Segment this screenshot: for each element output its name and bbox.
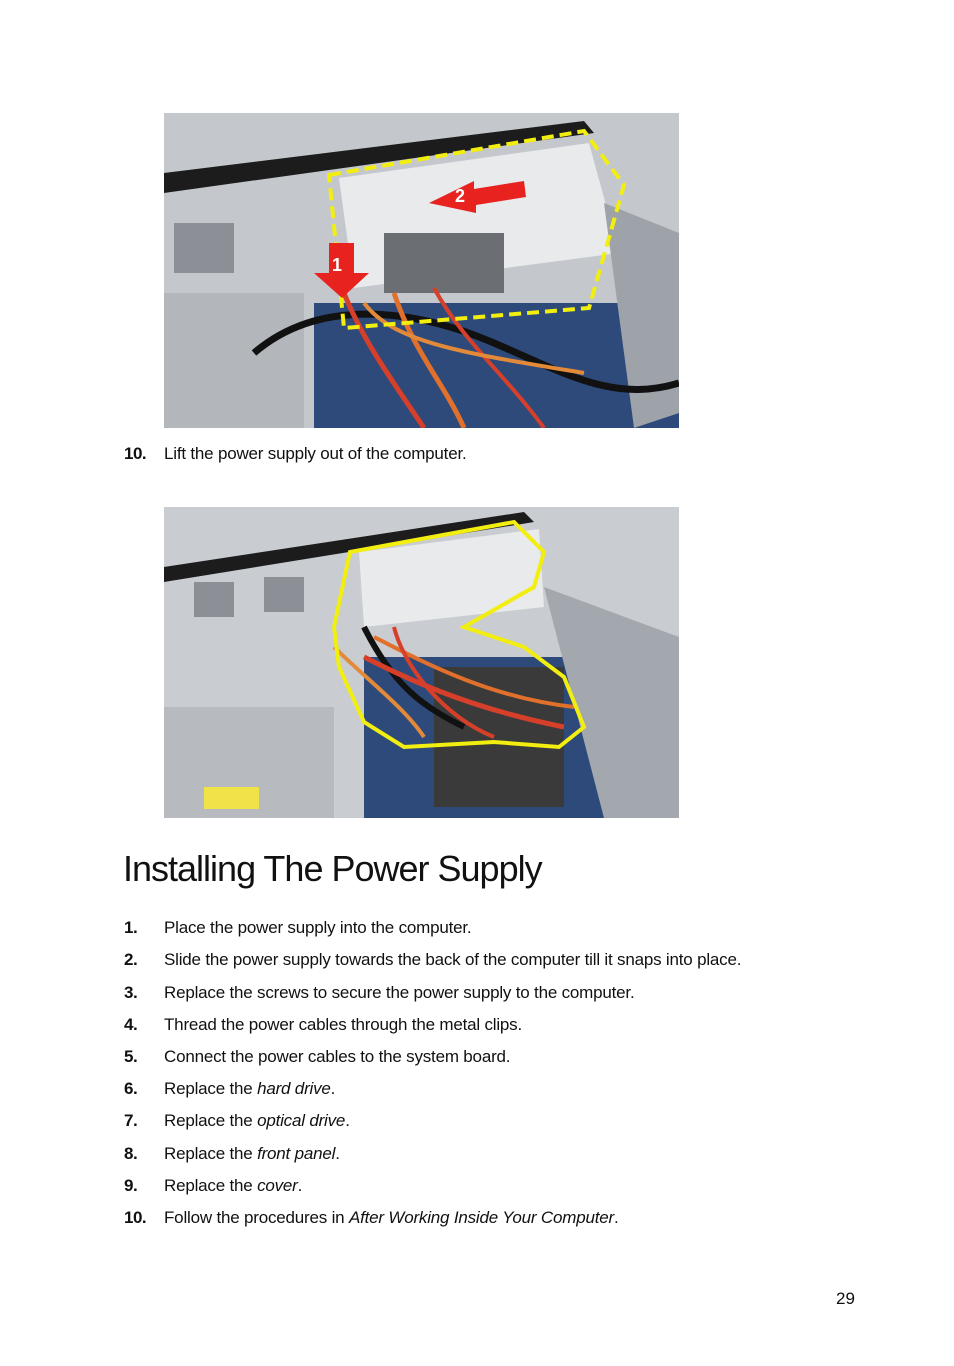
step-suffix: .	[330, 1079, 336, 1098]
step-prefix: Replace the	[164, 1111, 258, 1130]
cover-link[interactable]: cover	[257, 1176, 298, 1195]
hard-drive-link[interactable]: hard drive	[257, 1079, 331, 1098]
step-number: 1.	[124, 918, 138, 937]
photo-remove-power-supply: 1 2	[164, 113, 679, 428]
callout-1-label: 1	[332, 255, 343, 275]
step-text: Follow the procedures in After Working I…	[164, 1208, 619, 1228]
step-text: Replace the screws to secure the power s…	[164, 983, 635, 1002]
step-text: Replace the front panel.	[164, 1144, 340, 1164]
photo-lift-illustration	[164, 507, 679, 818]
step-text: Slide the power supply towards the back …	[164, 950, 742, 969]
section-title: Installing The Power Supply	[123, 848, 543, 889]
step-prefix: Replace the	[164, 1176, 258, 1195]
step-prefix: Replace the	[164, 1144, 258, 1163]
after-working-inside-link[interactable]: After Working Inside Your Computer	[348, 1208, 614, 1227]
step-number: 5.	[124, 1047, 138, 1066]
step-suffix: .	[297, 1176, 303, 1195]
step-text: Connect the power cables to the system b…	[164, 1047, 511, 1066]
step-number: 10.	[124, 1208, 147, 1227]
step-text: Replace the cover.	[164, 1176, 302, 1196]
step-number: 10.	[124, 444, 147, 463]
callout-2-label: 2	[455, 186, 466, 206]
step-number: 9.	[124, 1176, 138, 1195]
step-prefix: Replace the	[164, 1079, 258, 1098]
step-number: 2.	[124, 950, 138, 969]
step-text: Place the power supply into the computer…	[164, 918, 472, 937]
step-number: 3.	[124, 983, 138, 1002]
step-number: 6.	[124, 1079, 138, 1098]
step-number: 8.	[124, 1144, 138, 1163]
step-suffix: .	[335, 1144, 340, 1163]
step-suffix: .	[613, 1208, 619, 1227]
step-number: 7.	[124, 1111, 138, 1130]
step-prefix: Follow the procedures in	[164, 1208, 349, 1227]
step-text: Replace the optical drive.	[164, 1111, 350, 1131]
page-number: 29	[836, 1289, 855, 1308]
step-text: Lift the power supply out of the compute…	[164, 444, 467, 463]
step-text: Thread the power cables through the meta…	[164, 1015, 522, 1034]
photo-lift-power-supply	[164, 507, 679, 818]
step-text: Replace the hard drive.	[164, 1079, 335, 1099]
photo-remove-illustration	[164, 113, 679, 428]
optical-drive-link[interactable]: optical drive	[257, 1111, 346, 1130]
front-panel-link[interactable]: front panel	[257, 1144, 336, 1163]
step-number: 4.	[124, 1015, 138, 1034]
step-suffix: .	[345, 1111, 350, 1130]
